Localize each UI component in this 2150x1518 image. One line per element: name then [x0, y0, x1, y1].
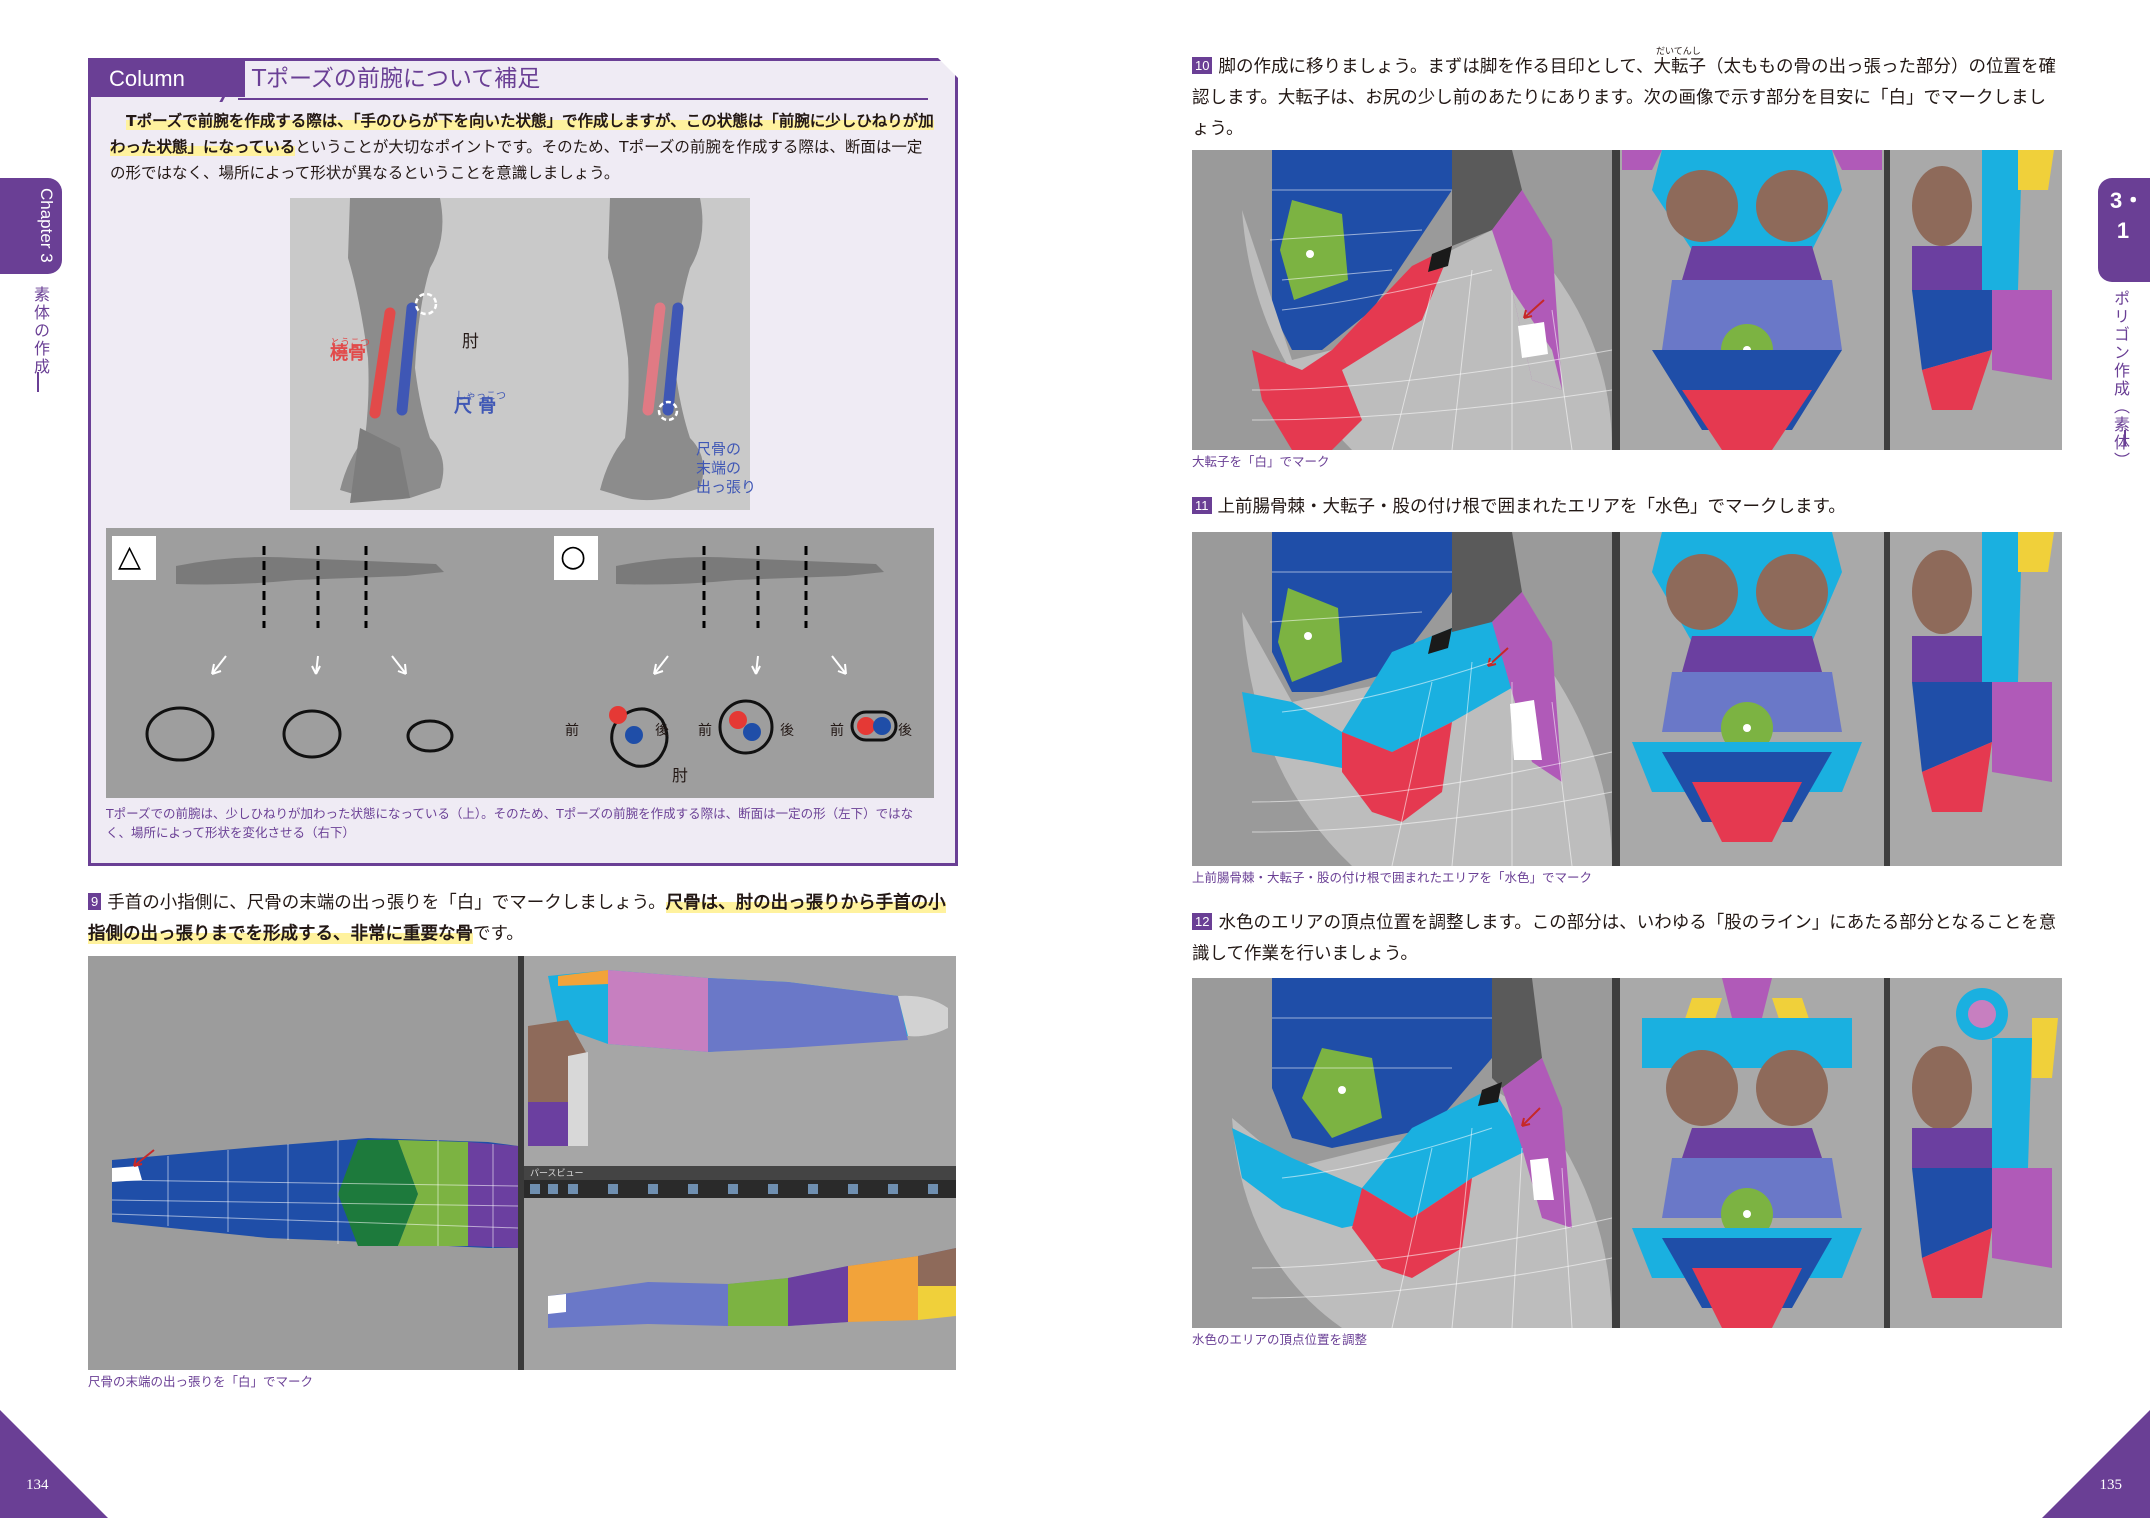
chapter-title: 素体の作成	[31, 286, 50, 376]
chapter-tab	[0, 178, 62, 274]
step-9-plain: 手首の小指側に、尺骨の末端の出っ張りを「白」でマークしましょう。	[107, 893, 666, 913]
front-label-3: 前	[830, 723, 844, 739]
section-title-rule	[2124, 430, 2126, 446]
elbow-label: 肘	[462, 332, 479, 352]
back-label-2: 後	[780, 723, 794, 739]
front-label-1: 前	[565, 723, 579, 739]
section-tab-label: 3・1	[2110, 188, 2145, 243]
step-9-number: 9	[88, 893, 102, 910]
step-10-number: 10	[1192, 57, 1213, 74]
radius-ruby: とうこつ	[330, 338, 370, 349]
step-9-end: です。	[473, 924, 524, 944]
ulna-label: 尺 骨	[454, 396, 497, 417]
section-tab	[2098, 178, 2150, 282]
back-label-3: 後	[898, 723, 912, 739]
ulna-end-label: 尺骨の 末端の 出っ張り	[696, 440, 757, 496]
bad-mark: △	[118, 539, 142, 574]
column-label: Column	[91, 61, 245, 97]
column-body: Tポーズで前腕を作成する際は、「手のひらが下を向いた状態」で作成しますが、この状…	[110, 108, 936, 186]
forearm-bones-image	[290, 198, 750, 510]
page-number-right: 135	[2099, 1477, 2123, 1493]
column-body-rest: ということが大切なポイントです。そのため、Tポーズの前腕を作成する際は、断面は一…	[110, 138, 923, 182]
viewport-label: パースビュー	[530, 1168, 584, 1179]
column-caption: Tポーズでの前腕は、少しひねりが加わった状態になっている（上）。そのため、Tポー…	[106, 806, 914, 840]
cross-section-diagram	[106, 528, 934, 798]
step-9-caption: 尺骨の末端の出っ張りを「白」でマーク	[88, 1374, 314, 1389]
section-title: ポリゴン作成（素体）	[2111, 290, 2130, 470]
step-11-text: 11 上前腸骨棘・大転子・股の付け根で囲まれたエリアを「水色」でマークします。	[1192, 492, 2062, 523]
step-11-screenshot	[1192, 532, 2062, 866]
good-mark: ○	[560, 539, 587, 574]
step-12-number: 12	[1192, 913, 1213, 930]
page-number-left: 134	[26, 1477, 49, 1493]
step-10-ruby: だいてんし	[1656, 47, 1701, 57]
step-11-number: 11	[1192, 497, 1212, 514]
step-9-screenshot: パースビュー	[88, 956, 956, 1370]
column-title: Tポーズの前腕について補足	[252, 66, 541, 92]
step-10-caption: 大転子を「白」でマーク	[1192, 454, 1330, 469]
chapter-tab-label: Chapter 3	[37, 188, 56, 263]
front-label-2: 前	[698, 723, 712, 739]
ulna-ruby: しゃっこつ	[456, 391, 506, 402]
step-12-body: 水色のエリアの頂点位置を調整します。この部分は、いわゆる「股のライン」にあたる部…	[1192, 913, 2057, 964]
step-11-caption: 上前腸骨棘・大転子・股の付け根で囲まれたエリアを「水色」でマーク	[1192, 870, 1593, 885]
page-corner-left	[0, 1410, 108, 1518]
column-title-rule	[238, 98, 928, 100]
step-11-body: 上前腸骨棘・大転子・股の付け根で囲まれたエリアを「水色」でマークします。	[1217, 497, 1846, 517]
step-12-caption: 水色のエリアの頂点位置を調整	[1192, 1332, 1368, 1347]
chapter-title-rule	[37, 372, 39, 392]
step-10-body: 脚の作成に移りましょう。まずは脚を作る目印として、大転子（太ももの骨の出っ張った…	[1192, 57, 2057, 139]
elbow-diagram-label: 肘	[672, 766, 689, 785]
step-12-screenshot	[1192, 978, 2062, 1328]
page-corner-right	[2042, 1410, 2150, 1518]
step-10-screenshot	[1192, 150, 2062, 450]
back-label-1: 後	[655, 723, 669, 739]
radius-label: 橈骨	[330, 343, 366, 364]
